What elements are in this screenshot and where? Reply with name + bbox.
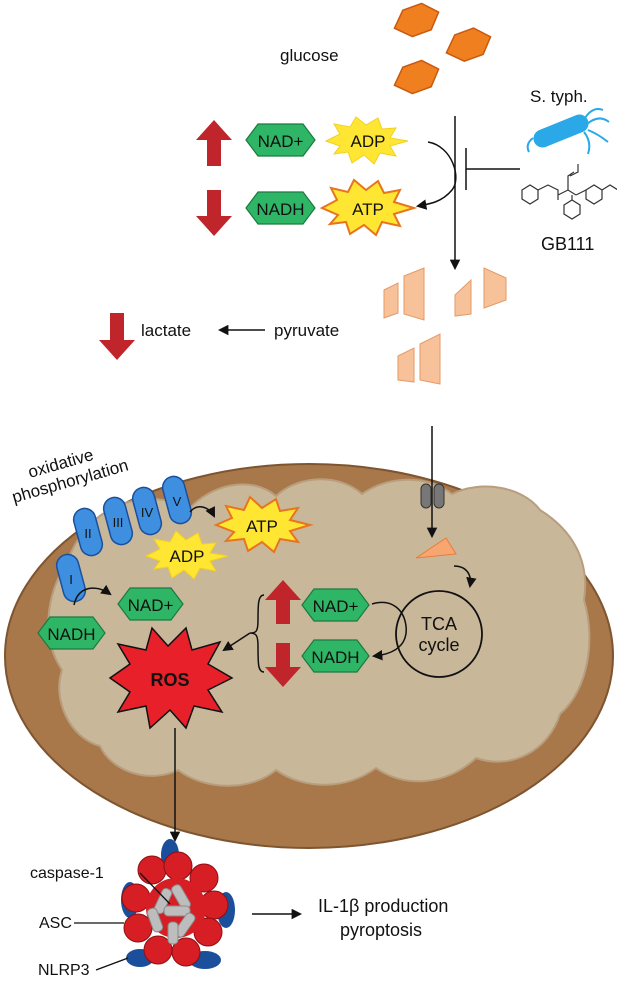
brace-to-ros-arrow	[222, 632, 251, 652]
pyruvate-label: pyruvate	[274, 321, 339, 340]
svg-text:NAD+: NAD+	[128, 596, 174, 615]
tca-nad-reduction-arrow	[371, 601, 407, 661]
mito-up-arrow	[265, 580, 301, 624]
nlrp3-leader-line	[95, 957, 129, 971]
glucose-molecules	[393, 2, 492, 95]
gb111-structure	[521, 164, 617, 220]
svg-text:ATP: ATP	[352, 200, 384, 219]
complex-iv: IV	[131, 486, 163, 536]
svg-text:NADH: NADH	[311, 648, 359, 667]
adp-to-atp-mito-arrow	[189, 506, 215, 518]
pyruvate-molecules	[383, 267, 507, 385]
asc-label: ASC	[39, 915, 72, 932]
svg-text:IV: IV	[141, 505, 154, 520]
glycolysis-up-arrow	[196, 120, 232, 166]
glycolysis-down-arrow	[196, 190, 232, 236]
svg-text:ATP: ATP	[246, 517, 278, 536]
svg-text:ADP: ADP	[170, 547, 205, 566]
mitochondrial-pyruvate-carrier	[420, 483, 445, 509]
inhibition-bar	[465, 148, 520, 190]
mito-nad-plus-right: NAD+	[301, 588, 370, 622]
caspase-label: caspase-1	[30, 865, 104, 882]
glycolysis-nad-plus: NAD+	[245, 123, 316, 157]
svg-text:TCA: TCA	[421, 614, 457, 634]
svg-text:NADH: NADH	[47, 625, 95, 644]
mito-adp-star: ADP	[144, 530, 229, 580]
lactate-down-arrow	[99, 313, 135, 360]
ros-burst: ROS	[108, 626, 234, 730]
svg-text:cycle: cycle	[418, 635, 459, 655]
il1b-label: IL-1β production	[318, 896, 448, 916]
caspase-leader-line	[139, 872, 171, 905]
adp-to-atp-arrow	[415, 141, 457, 210]
nlrp3-label: NLRP3	[38, 962, 90, 979]
lactate-label: lactate	[141, 321, 191, 340]
svg-text:III: III	[113, 515, 124, 530]
svg-text:NAD+: NAD+	[258, 132, 304, 151]
mito-atp-star: ATP	[213, 495, 314, 554]
svg-text:II: II	[84, 526, 91, 541]
complex-v: V	[161, 475, 193, 525]
glycolysis-adp-star: ADP	[324, 116, 409, 165]
svg-text:NADH: NADH	[256, 200, 304, 219]
glucose-label: glucose	[280, 46, 339, 65]
salmonella-bacterium	[526, 108, 610, 155]
nadh-oxidation-arrow	[73, 584, 112, 606]
mito-nadh-left: NADH	[37, 616, 106, 650]
svg-text:NAD+: NAD+	[313, 597, 359, 616]
pyruvate-to-tca-arrow	[453, 565, 477, 589]
complex-iii: III	[102, 496, 134, 546]
svg-text:ROS: ROS	[150, 670, 189, 690]
pyruvate-in-matrix	[415, 537, 457, 559]
pyroptosis-label: pyroptosis	[340, 920, 422, 940]
tca-cycle: TCA cycle	[395, 590, 483, 678]
complex-ii: II	[72, 507, 104, 557]
inflammasome-complex	[121, 839, 235, 969]
svg-text:V: V	[173, 494, 182, 509]
mito-nad-plus-left: NAD+	[117, 587, 184, 621]
salmonella-label: S. typh.	[530, 87, 588, 106]
mito-nadh-right: NADH	[301, 639, 370, 673]
complex-i: I	[55, 553, 87, 603]
svg-text:ADP: ADP	[351, 132, 386, 151]
gb111-label: GB111	[541, 234, 594, 254]
glycolysis-atp-star: ATP	[319, 178, 418, 237]
svg-text:I: I	[69, 572, 73, 587]
mito-down-arrow	[265, 643, 301, 687]
glycolysis-nadh: NADH	[245, 191, 316, 225]
